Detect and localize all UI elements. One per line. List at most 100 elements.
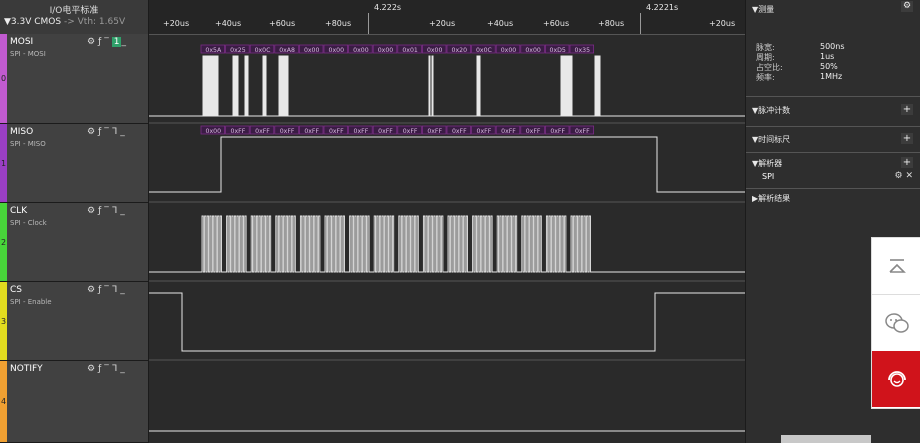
channel-name[interactable]: CLK	[10, 206, 28, 216]
analyzer-settings-close-icon[interactable]: ⚙ ✕	[894, 171, 913, 181]
mosi-decode-cell[interactable]: 0x00	[520, 44, 545, 54]
trigger-rise-icon[interactable]: ᒣ	[111, 127, 121, 137]
cs-trace	[149, 292, 745, 352]
mosi-decode-cell[interactable]: 0x0C	[471, 44, 496, 54]
miso-decode-cell[interactable]: 0xFF	[495, 125, 521, 135]
settings-icon[interactable]: ⚙	[87, 285, 99, 295]
wechat-button[interactable]	[872, 295, 920, 351]
mosi-decode-cell[interactable]: 0x25	[225, 44, 250, 54]
trigger-rise-icon[interactable]: ᒣ	[111, 364, 121, 374]
settings-icon[interactable]: ⚙	[87, 127, 99, 137]
gear-icon[interactable]: ⚙	[901, 1, 913, 12]
mosi-decode-cell[interactable]: 0x5A	[200, 44, 226, 54]
mosi-decode-cell[interactable]: 0x0C	[249, 44, 275, 54]
miso-decode-cell[interactable]: 0xFF	[249, 125, 275, 135]
miso-decode-cell[interactable]: 0xFF	[372, 125, 398, 135]
miso-decode-cell[interactable]: 0xFF	[471, 125, 496, 135]
mosi-decode-cell[interactable]: 0x20	[446, 44, 472, 54]
mosi-decode-cell[interactable]: 0x35	[569, 44, 595, 54]
svg-text:0xD5: 0xD5	[550, 47, 566, 54]
channel-name[interactable]: MISO	[10, 127, 34, 137]
trigger-edge-icon[interactable]: ƒ	[98, 37, 105, 47]
channel-name[interactable]: MOSI	[10, 37, 34, 47]
trigger-low-icon[interactable]: _	[120, 364, 128, 374]
io-standard-select[interactable]: ▼3.3V CMOS	[4, 17, 62, 27]
settings-icon[interactable]: ⚙	[87, 37, 99, 47]
miso-decode-cell[interactable]: 0xFF	[544, 125, 570, 135]
analyzer-title[interactable]: ▼解析器	[752, 159, 783, 168]
trigger-edge-icon[interactable]: ƒ	[98, 285, 105, 295]
add-pulse-count-button[interactable]: +	[901, 104, 913, 115]
time-ruler-title[interactable]: ▼时间标尺	[752, 135, 791, 144]
channel-name[interactable]: NOTIFY	[10, 364, 43, 374]
waveform-area[interactable]: +20us+40us+60us+80us+20us+40us+60us+80us…	[149, 0, 745, 443]
miso-decode-cell[interactable]: 0xFF	[569, 125, 595, 135]
miso-decode-cell[interactable]: 0xFF	[348, 125, 373, 135]
customer-service-button[interactable]	[872, 351, 920, 407]
back-to-top-button[interactable]	[872, 238, 920, 295]
trigger-low-icon[interactable]: _	[120, 127, 128, 137]
ruler-tick-label: +40us	[487, 19, 514, 28]
mosi-decode-cell[interactable]: 0x00	[421, 44, 447, 54]
svg-text:0x0C: 0x0C	[255, 47, 271, 54]
trigger-low-icon[interactable]: _	[120, 285, 128, 295]
svg-text:0xFF: 0xFF	[501, 128, 516, 135]
time-ruler[interactable]: +20us+40us+60us+80us+20us+40us+60us+80us…	[149, 0, 745, 35]
trigger-rise-icon[interactable]: ᒣ	[111, 206, 121, 216]
trigger-edge-icon[interactable]: ƒ	[98, 127, 105, 137]
trigger-low-icon[interactable]: _	[121, 37, 129, 47]
io-standard-header[interactable]: I/O电平标准 ▼3.3V CMOS -> Vth: 1.65V	[0, 0, 148, 35]
trigger-edge-icon[interactable]: ƒ	[98, 206, 105, 216]
analyzer-item-spi[interactable]: SPI	[762, 172, 775, 181]
trigger-high-icon[interactable]: ‾	[104, 206, 112, 216]
svg-text:0xFF: 0xFF	[477, 128, 492, 135]
add-time-ruler-button[interactable]: +	[901, 133, 913, 144]
mosi-decode-cell[interactable]: 0xA8	[274, 44, 299, 54]
trigger-rise-icon[interactable]: ᒣ	[111, 285, 121, 295]
trigger-high-icon[interactable]: ‾	[104, 364, 112, 374]
trigger-edge-icon[interactable]: ƒ	[98, 364, 105, 374]
settings-icon[interactable]: ⚙	[87, 364, 99, 374]
mosi-decode-cell[interactable]: 0x00	[298, 44, 324, 54]
miso-decode-cell[interactable]: 0xFF	[421, 125, 447, 135]
trigger-high-icon[interactable]: ‾	[104, 285, 112, 295]
ruler-tick-label: +80us	[325, 19, 352, 28]
mosi-decode-cell[interactable]: 0x01	[397, 44, 422, 54]
svg-text:0x00: 0x00	[353, 47, 369, 54]
miso-decode-cell[interactable]: 0x00	[200, 125, 226, 135]
miso-decode-cell[interactable]: 0xFF	[397, 125, 422, 135]
trigger-active-badge[interactable]: 1	[111, 37, 122, 47]
miso-decode-cell[interactable]: 0xFF	[446, 125, 472, 135]
trigger-high-icon[interactable]: ‾	[104, 37, 112, 47]
horizontal-scrollbar[interactable]	[781, 435, 871, 443]
add-analyzer-button[interactable]: +	[901, 157, 913, 168]
results-title[interactable]: ▶解析结果	[752, 194, 791, 203]
miso-decode-cell[interactable]: 0xFF	[520, 125, 545, 135]
miso-decode-cell[interactable]: 0xFF	[274, 125, 299, 135]
mosi-decode-cell[interactable]: 0x00	[348, 44, 373, 54]
back-to-top-icon	[888, 259, 906, 273]
mosi-decode-cell[interactable]: 0x00	[372, 44, 398, 54]
trigger-high-icon[interactable]: ‾	[104, 127, 112, 137]
svg-text:0xFF: 0xFF	[255, 128, 270, 135]
svg-text:0xFF: 0xFF	[231, 128, 246, 135]
svg-text:0xFF: 0xFF	[452, 128, 467, 135]
miso-decode-cell[interactable]: 0xFF	[323, 125, 349, 135]
miso-decode-cell[interactable]: 0xFF	[298, 125, 324, 135]
trigger-low-icon[interactable]: _	[120, 206, 128, 216]
pulse-count-title[interactable]: ▼脉冲计数	[752, 106, 791, 115]
mosi-decode-cell[interactable]: 0xD5	[544, 44, 570, 54]
mosi-decode-cell[interactable]: 0x00	[495, 44, 521, 54]
mosi-decode-cell[interactable]: 0x00	[323, 44, 349, 54]
miso-decode-cell[interactable]: 0xFF	[225, 125, 250, 135]
ruler-marker	[368, 13, 369, 34]
settings-icon[interactable]: ⚙	[87, 206, 99, 216]
measure-title[interactable]: ▼测量	[752, 5, 775, 14]
channel-name[interactable]: CS	[10, 285, 22, 295]
